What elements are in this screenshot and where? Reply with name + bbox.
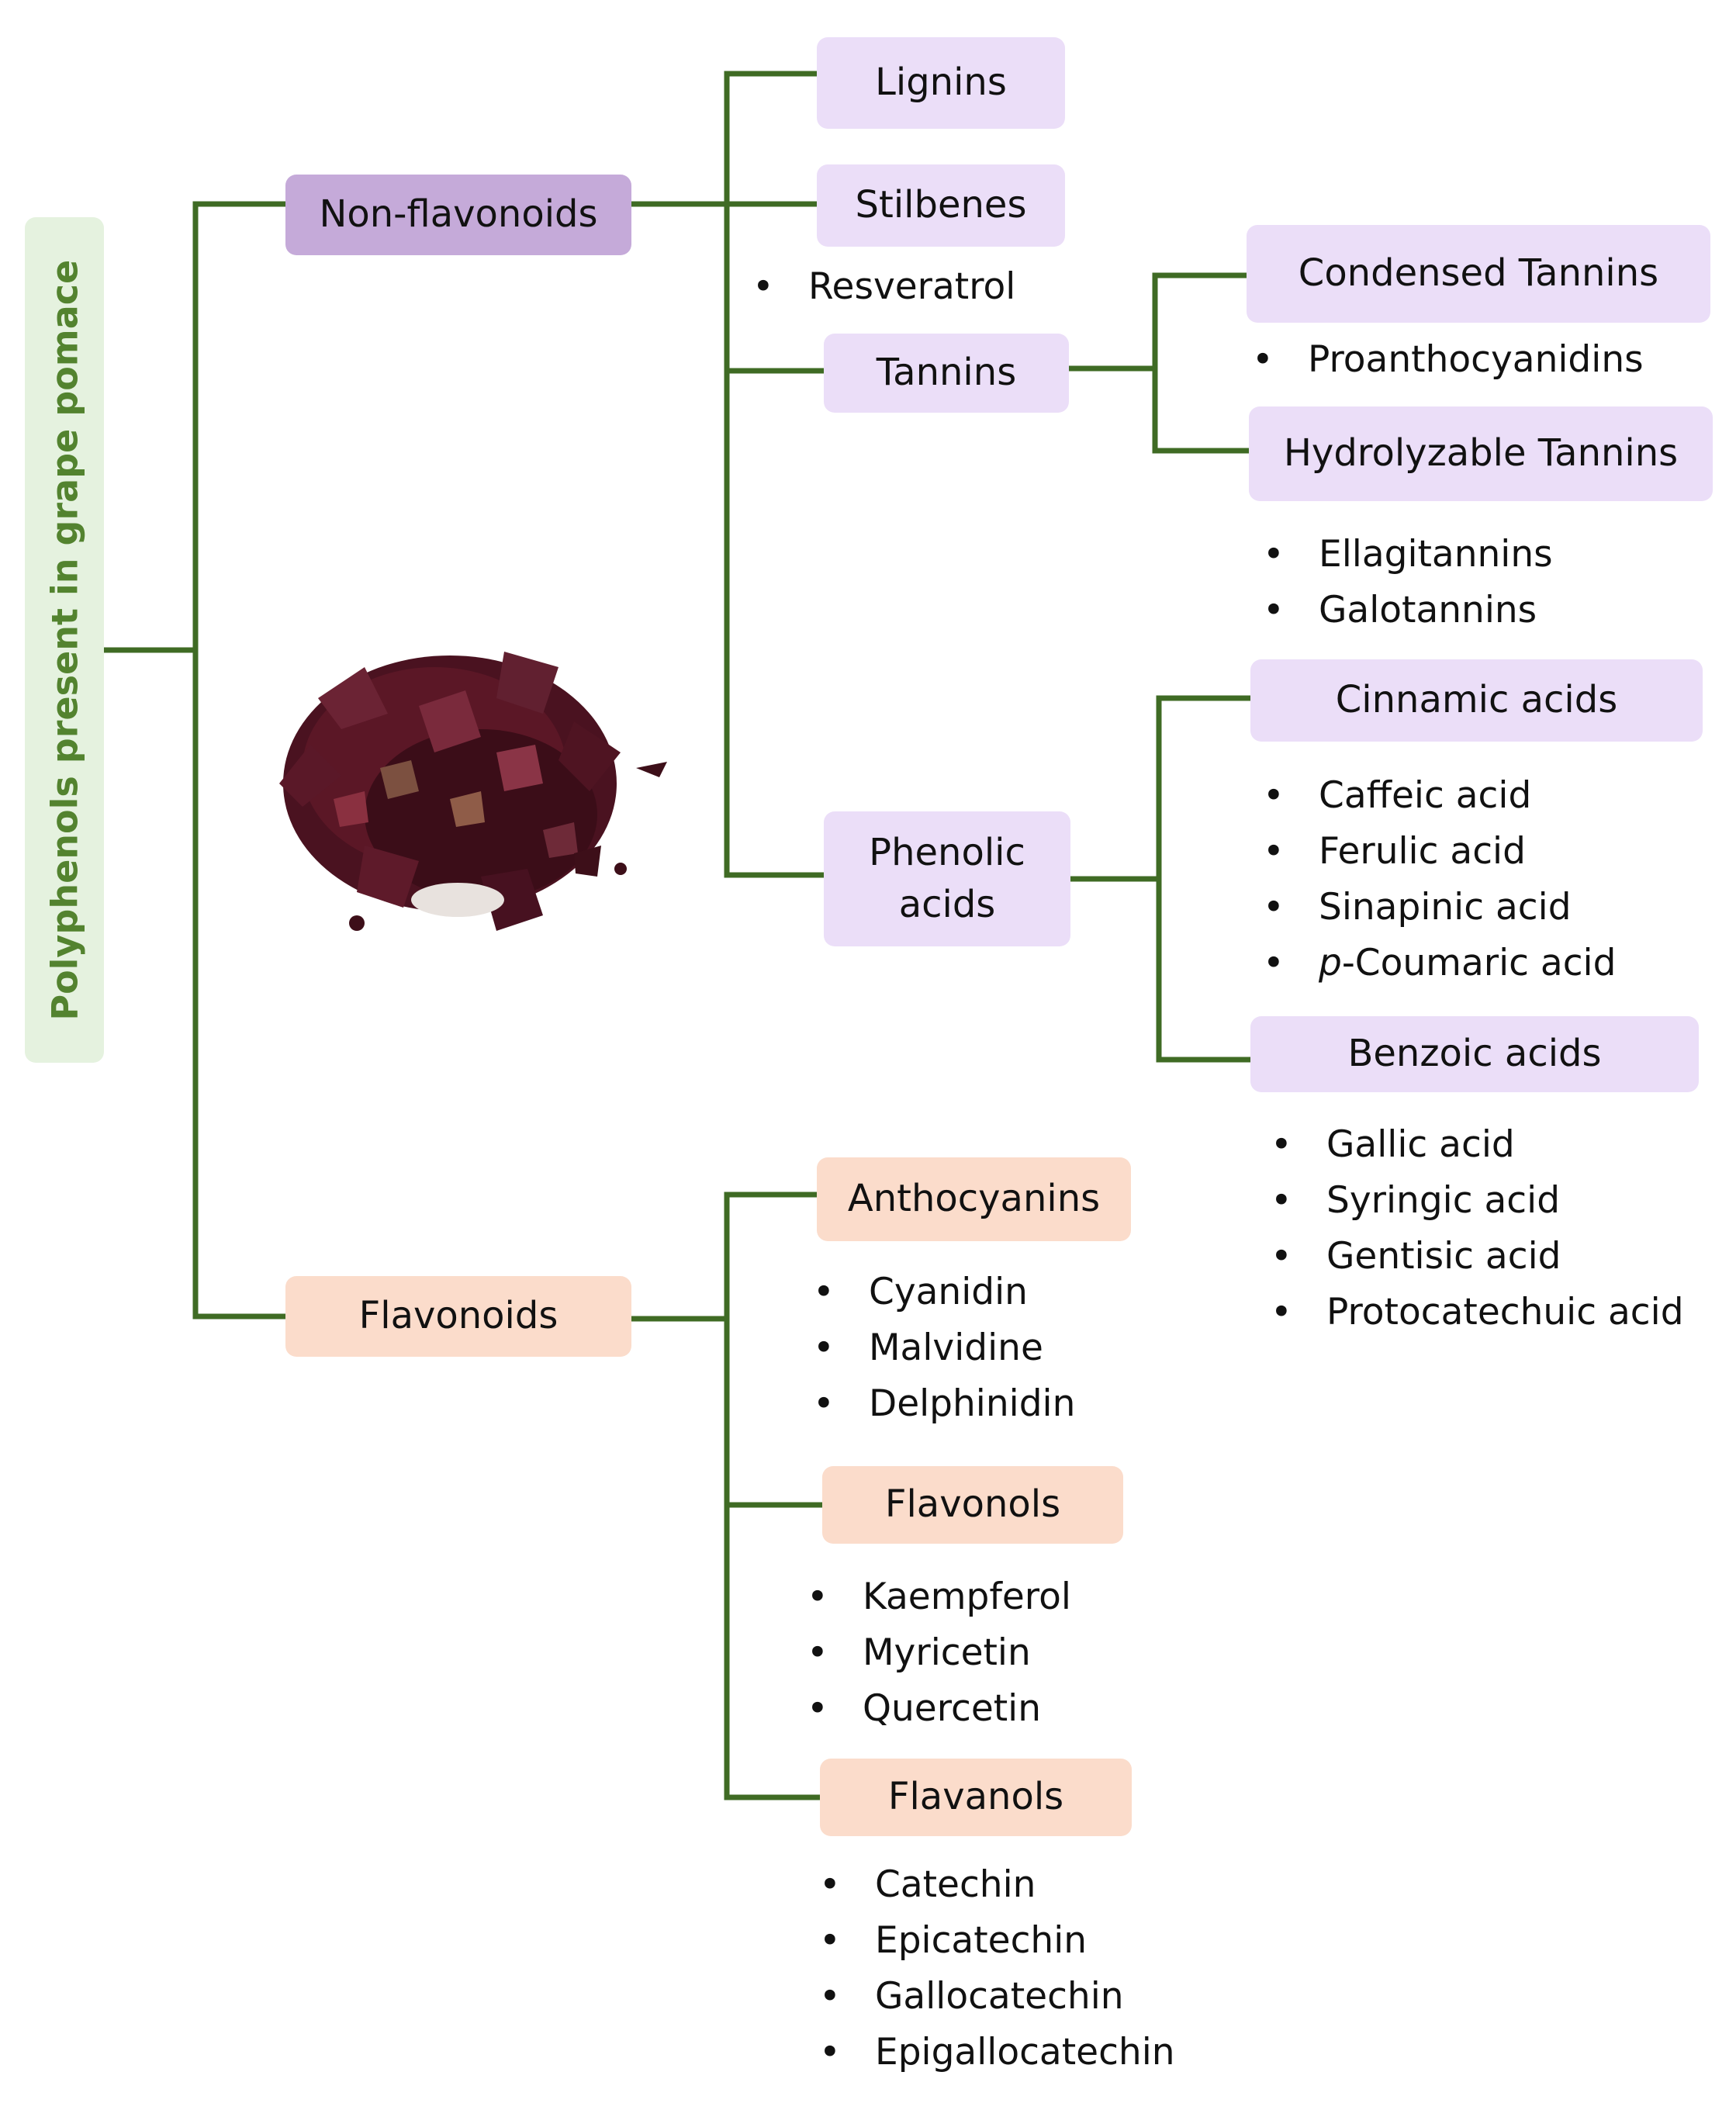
phenolic-acids-node: Phenolic acids <box>824 811 1070 946</box>
list-item: Delphinidin <box>813 1376 1075 1432</box>
list-item: Catechin <box>819 1857 1175 1913</box>
non-flavonoids-connector <box>627 71 827 878</box>
flavonols-list: Kaempferol Myricetin Quercetin <box>807 1569 1071 1737</box>
lignins-label: Lignins <box>875 61 1007 105</box>
pomace-pile <box>279 652 667 931</box>
list-item: Gallocatechin <box>819 1969 1175 2025</box>
anthocyanins-node: Anthocyanins <box>817 1157 1131 1241</box>
phenolic-acids-connector <box>1067 695 1254 1063</box>
benzoic-acids-label: Benzoic acids <box>1347 1032 1602 1076</box>
hydrolyzable-tannins-label: Hydrolyzable Tannins <box>1283 431 1679 476</box>
condensed-tannins-node: Condensed Tannins <box>1247 225 1710 323</box>
flavonols-node: Flavonols <box>822 1466 1123 1544</box>
list-item: Ferulic acid <box>1263 824 1616 880</box>
flavonols-label: Flavonols <box>884 1482 1061 1527</box>
hydrolyzable-tannins-list: Ellagitannins Galotannins <box>1263 527 1553 638</box>
cinnamic-acids-node: Cinnamic acids <box>1250 659 1703 742</box>
non-flavonoids-label: Non-flavonoids <box>319 192 598 237</box>
list-item: Resveratrol <box>752 259 1015 315</box>
stilbenes-label: Stilbenes <box>855 183 1027 227</box>
flavonoids-node: Flavonoids <box>285 1276 631 1357</box>
list-item: Cyanidin <box>813 1264 1075 1320</box>
cinnamic-acids-label: Cinnamic acids <box>1335 678 1618 722</box>
list-item: Gentisic acid <box>1271 1229 1684 1285</box>
condensed-tannins-list: Proanthocyanidins <box>1252 332 1644 388</box>
non-flavonoids-node: Non-flavonoids <box>285 175 631 255</box>
list-item: Kaempferol <box>807 1569 1071 1625</box>
flavonoids-label: Flavonoids <box>358 1294 558 1338</box>
lignins-node: Lignins <box>817 37 1065 129</box>
list-item: Sinapinic acid <box>1263 880 1616 936</box>
list-item: Malvidine <box>813 1320 1075 1376</box>
list-item: Myricetin <box>807 1625 1071 1681</box>
list-item: Galotannins <box>1263 583 1553 638</box>
italic-prefix: p <box>1319 942 1342 984</box>
anthocyanins-list: Cyanidin Malvidine Delphinidin <box>813 1264 1075 1432</box>
list-item: Gallic acid <box>1271 1117 1684 1173</box>
list-item: Proanthocyanidins <box>1252 332 1644 388</box>
benzoic-acids-list: Gallic acid Syringic acid Gentisic acid … <box>1271 1117 1684 1340</box>
phenolic-acids-label: Phenolic acids <box>869 830 1025 926</box>
flavanols-list: Catechin Epicatechin Gallocatechin Epiga… <box>819 1857 1175 2081</box>
root-connector <box>102 201 290 1320</box>
root-node: Polyphenols present in grape pomace <box>25 217 104 1063</box>
list-item: Caffeic acid <box>1263 768 1616 824</box>
cinnamic-acids-list: Caffeic acid Ferulic acid Sinapinic acid… <box>1263 768 1616 991</box>
hydrolyzable-tannins-node: Hydrolyzable Tannins <box>1249 406 1713 501</box>
list-item: Protocatechuic acid <box>1271 1285 1684 1340</box>
list-item: Epigallocatechin <box>819 2025 1175 2081</box>
flavanols-node: Flavanols <box>820 1759 1132 1836</box>
list-item-text: -Coumaric acid <box>1341 942 1617 984</box>
flavonoids-connector <box>629 1192 825 1800</box>
tannins-label: Tannins <box>876 351 1017 395</box>
anthocyanins-label: Anthocyanins <box>847 1177 1101 1221</box>
flavanols-label: Flavanols <box>887 1775 1064 1819</box>
tannins-connector <box>1064 272 1254 454</box>
condensed-tannins-label: Condensed Tannins <box>1298 251 1659 296</box>
stilbenes-list: Resveratrol <box>752 259 1015 315</box>
list-item: Syringic acid <box>1271 1173 1684 1229</box>
benzoic-acids-node: Benzoic acids <box>1250 1016 1699 1092</box>
tannins-node: Tannins <box>824 334 1069 413</box>
stilbenes-node: Stilbenes <box>817 164 1065 247</box>
list-item: p-Coumaric acid <box>1263 936 1616 991</box>
list-item: Ellagitannins <box>1263 527 1553 583</box>
grape-pomace-image <box>279 652 667 931</box>
list-item: Quercetin <box>807 1681 1071 1737</box>
list-item: Epicatechin <box>819 1913 1175 1969</box>
root-label: Polyphenols present in grape pomace <box>43 259 85 1021</box>
